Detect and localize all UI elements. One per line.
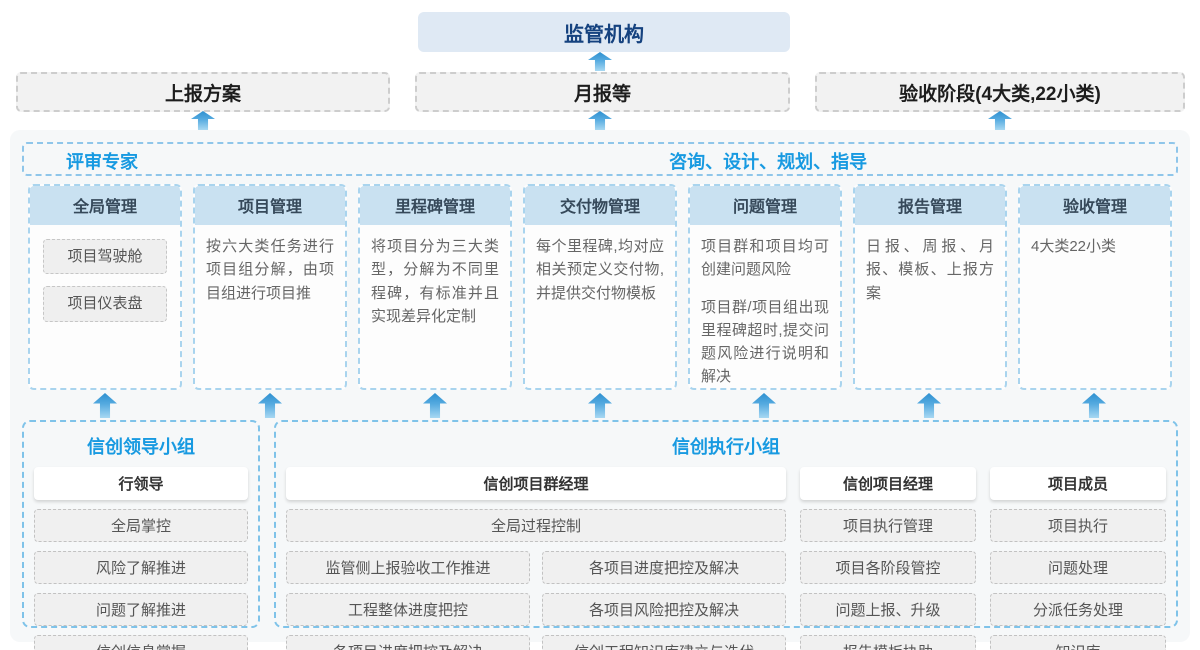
report-plan-label: 上报方案: [164, 83, 241, 105]
column-text: 项目群/项目组出现里程碑超时,提交问题风险进行说明和解决: [701, 298, 829, 386]
column-body: 日报、周报、月报、模板、上报方案: [855, 225, 1005, 315]
duty-item: 问题处理: [990, 551, 1166, 584]
dashboard-box: 项目仪表盘: [43, 286, 167, 322]
duty-item: 全局掌控: [34, 509, 248, 542]
duty-item: 信创工程知识库建立与迭代: [542, 635, 786, 650]
column-acceptance-management: 验收管理 4大类22小类: [1018, 184, 1172, 390]
column-project-management: 项目管理 按六大类任务进行项目组分解，由项目组进行项目推: [193, 184, 347, 390]
duty-item: 监管侧上报验收工作推进: [286, 551, 530, 584]
duty-item: 各项目进度把控及解决: [286, 635, 530, 650]
column-body: 按六大类任务进行项目组分解，由项目组进行项目推: [195, 225, 345, 315]
program-manager-section: 信创项目群经理 全局过程控制 监管侧上报验收工作推进 工程整体进度把控 各项目进…: [286, 467, 786, 650]
column-header: 交付物管理: [525, 186, 675, 225]
leadership-group: 信创领导小组 行领导 全局掌控 风险了解推进 问题了解推进 信创信息掌握: [22, 420, 260, 650]
duty-item: 各项目进度把控及解决: [542, 551, 786, 584]
column-body: 项目群和项目均可创建问题风险 项目群/项目组出现里程碑超时,提交问题风险进行说明…: [690, 225, 840, 388]
duties-left-column: 监管侧上报验收工作推进 工程整体进度把控 各项目进度把控及解决: [286, 542, 530, 650]
project-member-role: 项目成员: [990, 467, 1166, 500]
program-manager-role: 信创项目群经理: [286, 467, 786, 500]
consulting-title: 咨询、设计、规划、指导: [669, 152, 868, 172]
column-text: 4大类22小类: [1031, 238, 1117, 255]
duty-item: 工程整体进度把控: [286, 593, 530, 626]
column-text: 按六大类任务进行项目组分解，由项目组进行项目推: [206, 238, 334, 302]
platform-container: 评审专家 咨询、设计、规划、指导 全局管理 项目驾驶舱 项目仪表盘 项目管理 按…: [10, 130, 1190, 650]
regulator-label: 监管机构: [564, 23, 644, 46]
project-manager-section: 信创项目经理 项目执行管理 项目各阶段管控 问题上报、升级 报告模板协助: [800, 467, 976, 650]
column-header: 里程碑管理: [360, 186, 510, 225]
duty-item: 信创信息掌握: [34, 635, 248, 650]
duty-item: 问题上报、升级: [800, 593, 976, 626]
cockpit-box: 项目驾驶舱: [43, 239, 167, 275]
execution-group: 信创执行小组 信创项目群经理 全局过程控制 监管侧上报验收工作推进 工程整体进度…: [274, 420, 1178, 650]
leadership-group-title: 信创领导小组: [87, 437, 195, 457]
duty-item: 全局过程控制: [286, 509, 786, 542]
monthly-report-box: 月报等: [415, 72, 790, 112]
acceptance-stage-label: 验收阶段(4大类,22小类): [899, 83, 1101, 105]
duty-item: 项目各阶段管控: [800, 551, 976, 584]
execution-group-title: 信创执行小组: [672, 437, 780, 457]
column-header: 全局管理: [30, 186, 180, 225]
duty-item: 项目执行管理: [800, 509, 976, 542]
arrow-up-icon: [588, 52, 612, 71]
column-body: 将项目分为三大类型，分解为不同里程碑，有标准并且实现差异化定制: [360, 225, 510, 338]
duty-item: 项目执行: [990, 509, 1166, 542]
arrow-up-icon: [588, 111, 612, 130]
column-text: 每个里程碑,均对应相关预定义交付物,并提供交付物模板: [536, 238, 664, 302]
duty-item: 分派任务处理: [990, 593, 1166, 626]
duty-item: 报告模板协助: [800, 635, 976, 650]
project-manager-role: 信创项目经理: [800, 467, 976, 500]
project-member-section: 项目成员 项目执行 问题处理 分派任务处理 知识库: [990, 467, 1166, 650]
column-header: 项目管理: [195, 186, 345, 225]
experts-strip: 评审专家 咨询、设计、规划、指导: [22, 142, 1178, 176]
regulator-box: 监管机构: [418, 12, 790, 52]
duty-item: 知识库: [990, 635, 1166, 650]
column-text: 项目群和项目均可创建问题风险: [701, 238, 829, 279]
duty-item: 各项目风险把控及解决: [542, 593, 786, 626]
monthly-report-label: 月报等: [573, 83, 631, 105]
column-report-management: 报告管理 日报、周报、月报、模板、上报方案: [853, 184, 1007, 390]
column-issue-management: 问题管理 项目群和项目均可创建问题风险 项目群/项目组出现里程碑超时,提交问题风…: [688, 184, 842, 390]
column-deliverable-management: 交付物管理 每个里程碑,均对应相关预定义交付物,并提供交付物模板: [523, 184, 677, 390]
bank-leader-role: 行领导: [34, 467, 248, 500]
column-body: 项目驾驶舱 项目仪表盘: [30, 225, 180, 344]
review-experts-title: 评审专家: [66, 152, 138, 172]
management-columns: 全局管理 项目驾驶舱 项目仪表盘 项目管理 按六大类任务进行项目组分解，由项目组…: [28, 184, 1172, 390]
arrow-up-icon: [988, 111, 1012, 130]
column-milestone-management: 里程碑管理 将项目分为三大类型，分解为不同里程碑，有标准并且实现差异化定制: [358, 184, 512, 390]
column-header: 报告管理: [855, 186, 1005, 225]
report-plan-box: 上报方案: [16, 72, 390, 112]
program-manager-duties-grid: 监管侧上报验收工作推进 工程整体进度把控 各项目进度把控及解决 各项目进度把控及…: [286, 542, 786, 650]
column-global-management: 全局管理 项目驾驶舱 项目仪表盘: [28, 184, 182, 390]
execution-roles-row: 信创项目群经理 全局过程控制 监管侧上报验收工作推进 工程整体进度把控 各项目进…: [286, 467, 1166, 650]
column-body: 每个里程碑,均对应相关预定义交付物,并提供交付物模板: [525, 225, 675, 315]
duties-right-column: 各项目进度把控及解决 各项目风险把控及解决 信创工程知识库建立与迭代: [542, 542, 786, 650]
column-header: 问题管理: [690, 186, 840, 225]
duty-item: 问题了解推进: [34, 593, 248, 626]
teams-row: 信创领导小组 行领导 全局掌控 风险了解推进 问题了解推进 信创信息掌握 信创执…: [22, 420, 1178, 650]
acceptance-stage-box: 验收阶段(4大类,22小类): [815, 72, 1185, 112]
column-text: 将项目分为三大类型，分解为不同里程碑，有标准并且实现差异化定制: [371, 238, 499, 325]
column-header: 验收管理: [1020, 186, 1170, 225]
duty-item: 风险了解推进: [34, 551, 248, 584]
column-body: 4大类22小类: [1020, 225, 1170, 268]
arrow-up-icon: [191, 111, 215, 130]
column-text: 日报、周报、月报、模板、上报方案: [866, 238, 994, 302]
